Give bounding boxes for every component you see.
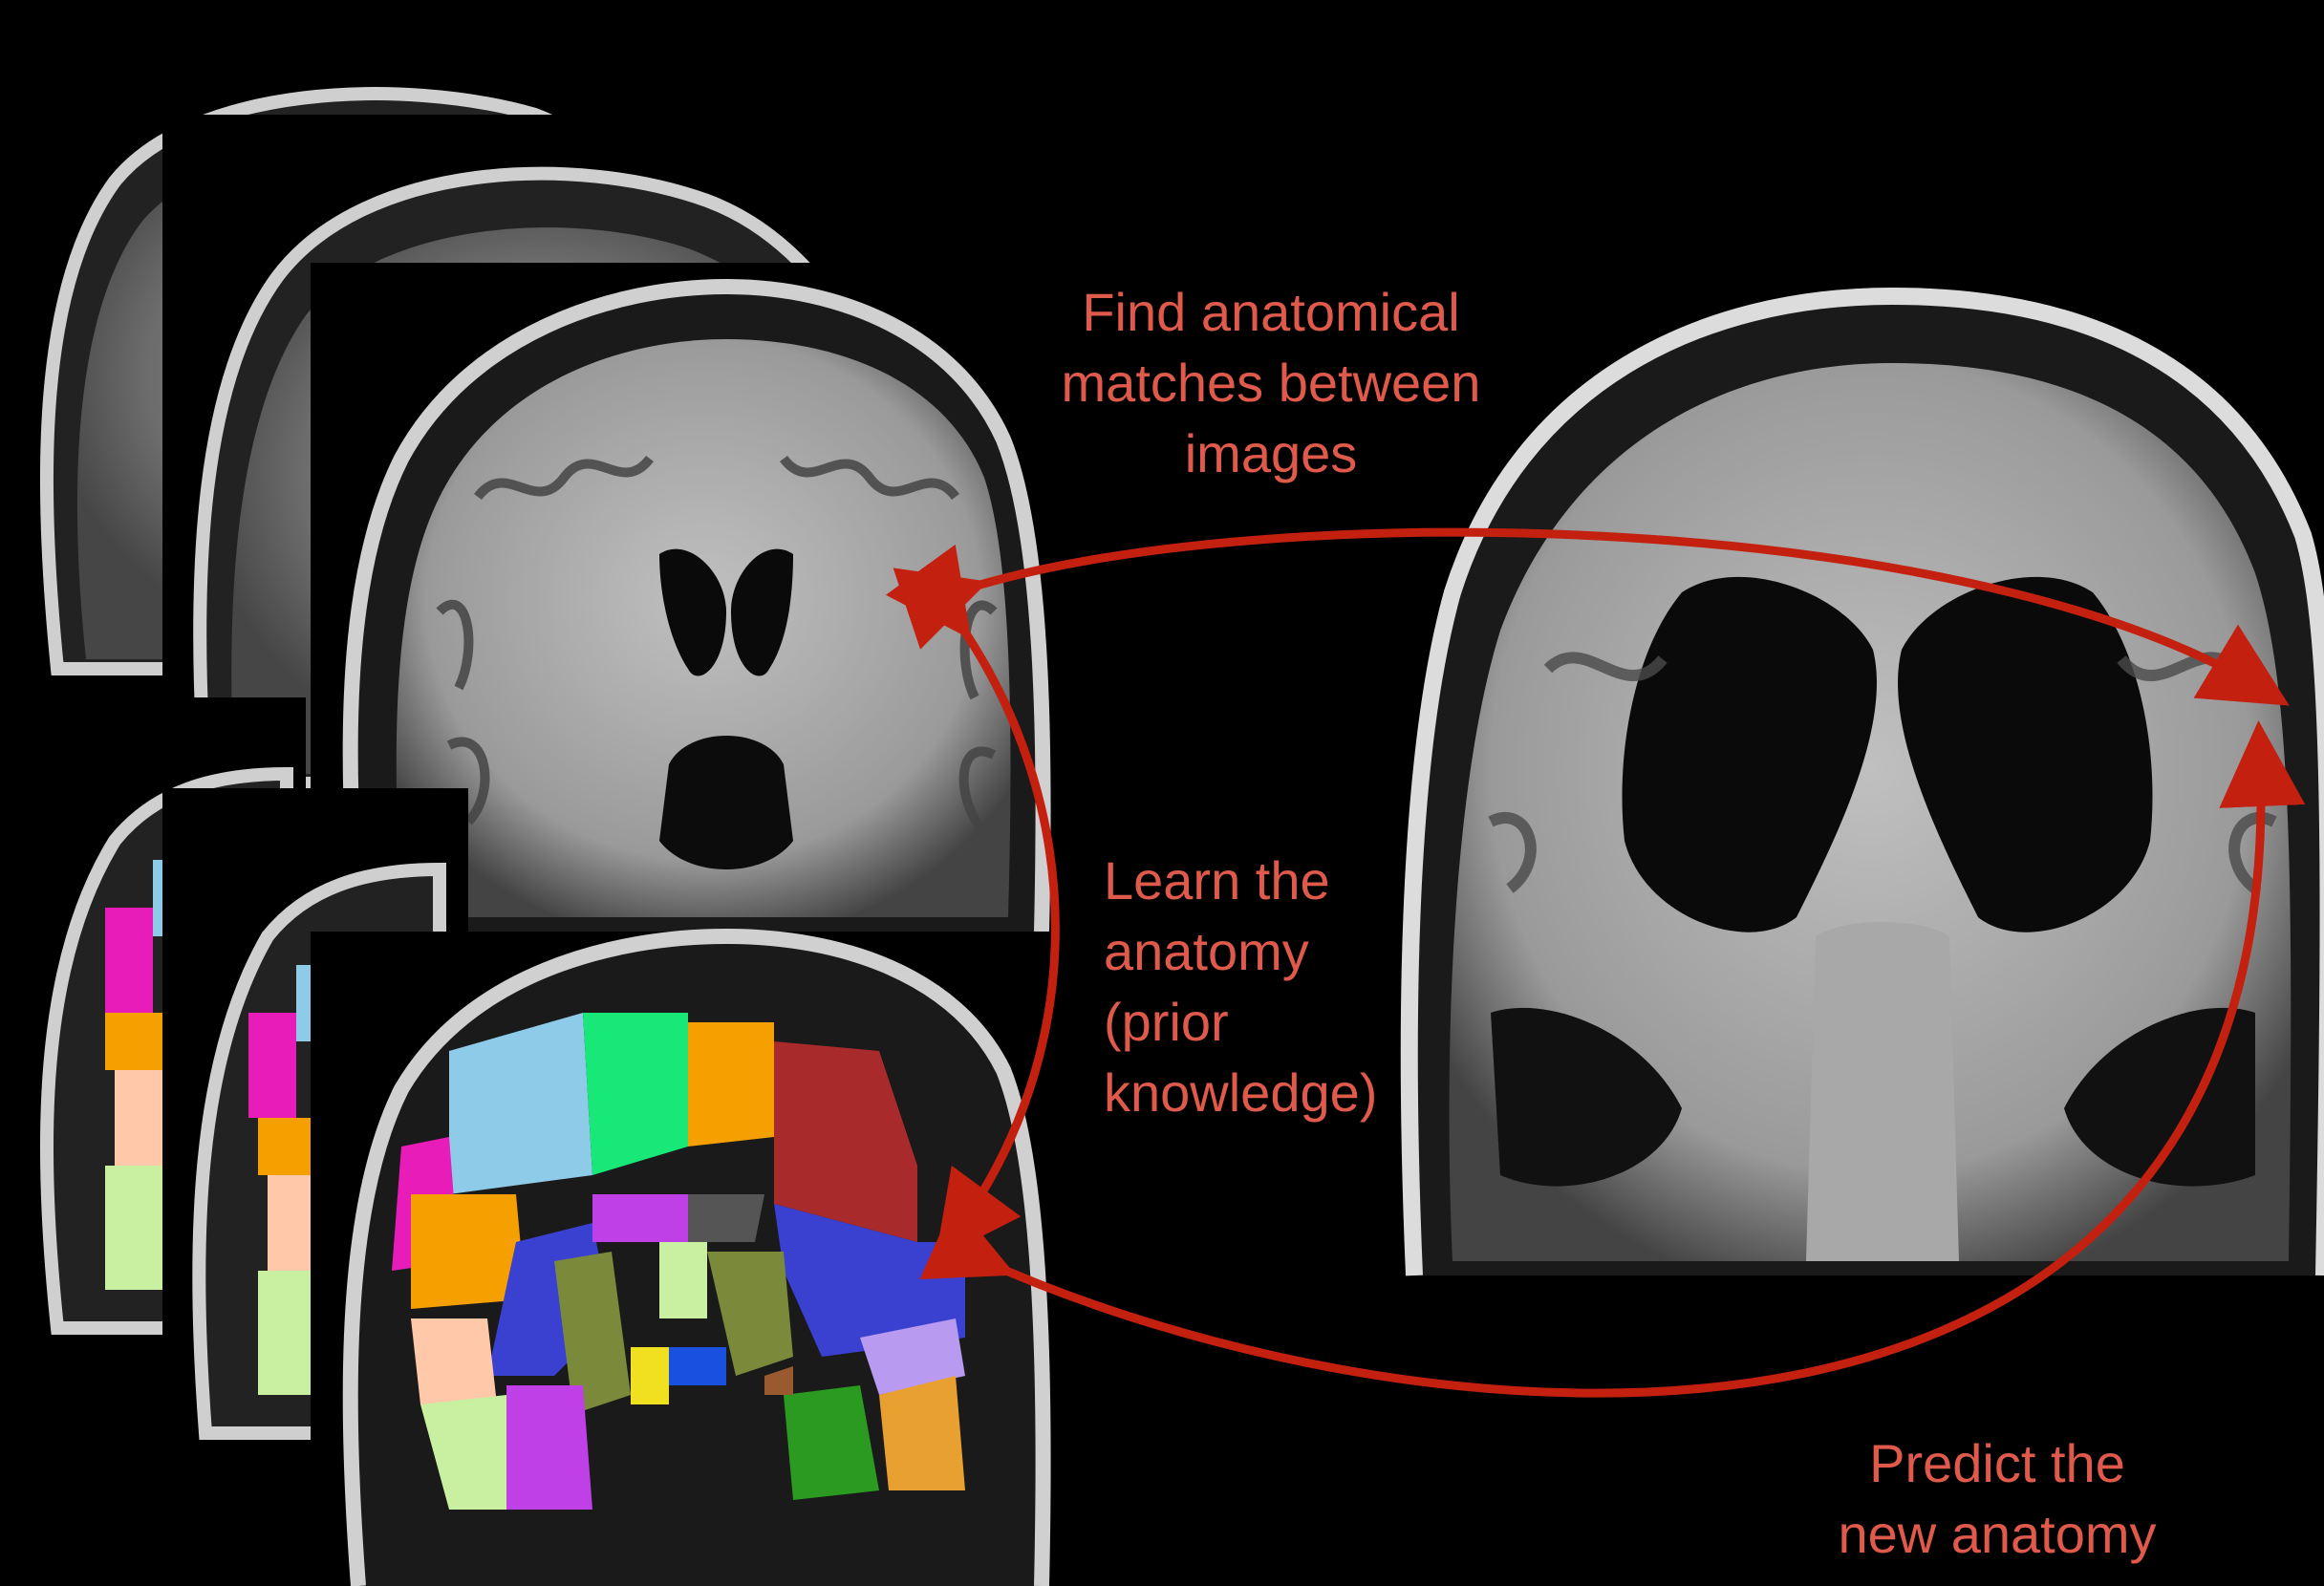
find-matches-label: Find anatomical matches between images bbox=[1013, 277, 1529, 489]
segmentation-front bbox=[311, 932, 1065, 1586]
learn-anatomy-label: Learn the anatomy (prior knowledge) bbox=[1104, 846, 1429, 1128]
predict-anatomy-label: Predict the new anatomy bbox=[1787, 1428, 2207, 1570]
